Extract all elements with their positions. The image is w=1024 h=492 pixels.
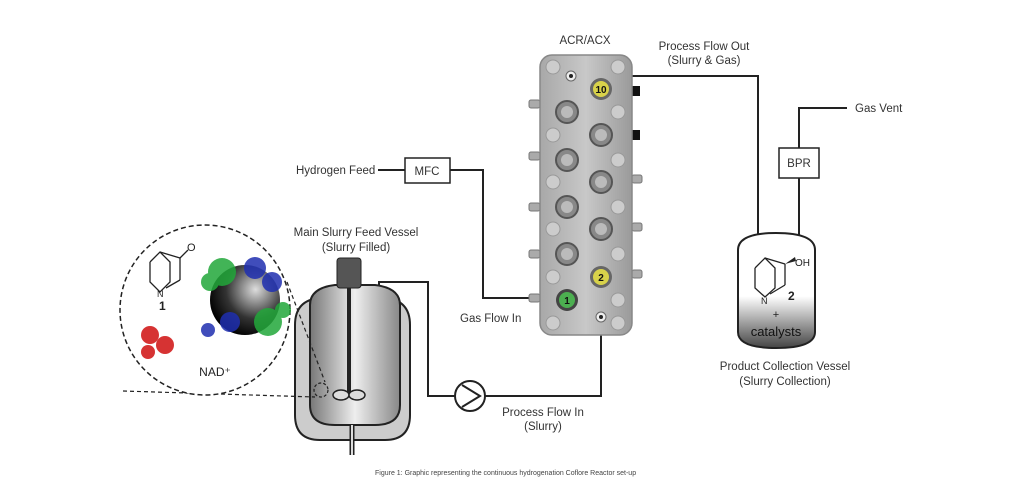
bpr-box: BPR	[778, 147, 820, 179]
ketone-oxygen-label: O	[187, 242, 196, 254]
collection-vessel-sublabel: (Slurry Collection)	[739, 376, 831, 388]
main-slurry-feed-vessel	[294, 257, 411, 455]
mfc-label: MFC	[415, 166, 440, 178]
gas-vent-line	[798, 107, 847, 250]
nad-label: NAD⁺	[199, 365, 231, 379]
enzyme-clusters	[141, 257, 291, 359]
catalysts-label: catalysts	[751, 324, 802, 339]
process-flow-out-line	[571, 75, 759, 246]
stage-1: 1	[556, 289, 578, 311]
gas-flow-in-line	[450, 169, 533, 299]
stage-2-label: 2	[598, 273, 604, 284]
process-flow-in-line	[485, 318, 602, 397]
hydrogen-feed-label: Hydrogen Feed	[296, 165, 375, 177]
process-flow-in-label: Process Flow In	[502, 407, 584, 419]
compound-2-label: 2	[788, 289, 795, 303]
stage-10: 10	[590, 78, 612, 100]
stage-1-label: 1	[564, 296, 570, 307]
compound-1-label: 1	[159, 299, 166, 313]
mfc-box: MFC	[404, 157, 451, 184]
stage-2: 2	[590, 266, 612, 288]
figure-caption: Figure 1: Graphic representing the conti…	[375, 470, 636, 477]
plus-label: +	[773, 309, 779, 321]
nitrogen-label: N	[157, 289, 164, 299]
catalyst-inset: O N 1 NAD⁺	[119, 224, 326, 398]
quinuclidinone-structure	[149, 249, 189, 293]
reactor-title: ACR/ACX	[559, 35, 610, 47]
process-flow-in-sublabel: (Slurry)	[524, 421, 562, 433]
nitrogen-label-2: N	[761, 296, 768, 306]
feed-vessel-label: Main Slurry Feed Vessel	[294, 227, 419, 239]
stirrer-motor	[336, 257, 362, 289]
product-collection-vessel: OH N 2 + catalysts	[737, 231, 816, 350]
gas-flow-in-label: Gas Flow In	[460, 313, 521, 325]
pump-icon	[454, 380, 486, 412]
stage-10-label: 10	[595, 85, 607, 96]
gas-vent-label: Gas Vent	[855, 103, 903, 115]
quinuclidinol-structure	[754, 257, 786, 298]
feed-vessel-sublabel: (Slurry Filled)	[322, 242, 391, 254]
process-flow-out-label: Process Flow Out	[659, 41, 751, 53]
process-flow-out-sublabel: (Slurry & Gas)	[668, 55, 741, 67]
collection-vessel-label: Product Collection Vessel	[720, 361, 850, 373]
bpr-label: BPR	[787, 158, 811, 170]
acr-reactor: 10 2 1	[528, 54, 643, 336]
hydroxyl-label: OH	[795, 258, 810, 269]
